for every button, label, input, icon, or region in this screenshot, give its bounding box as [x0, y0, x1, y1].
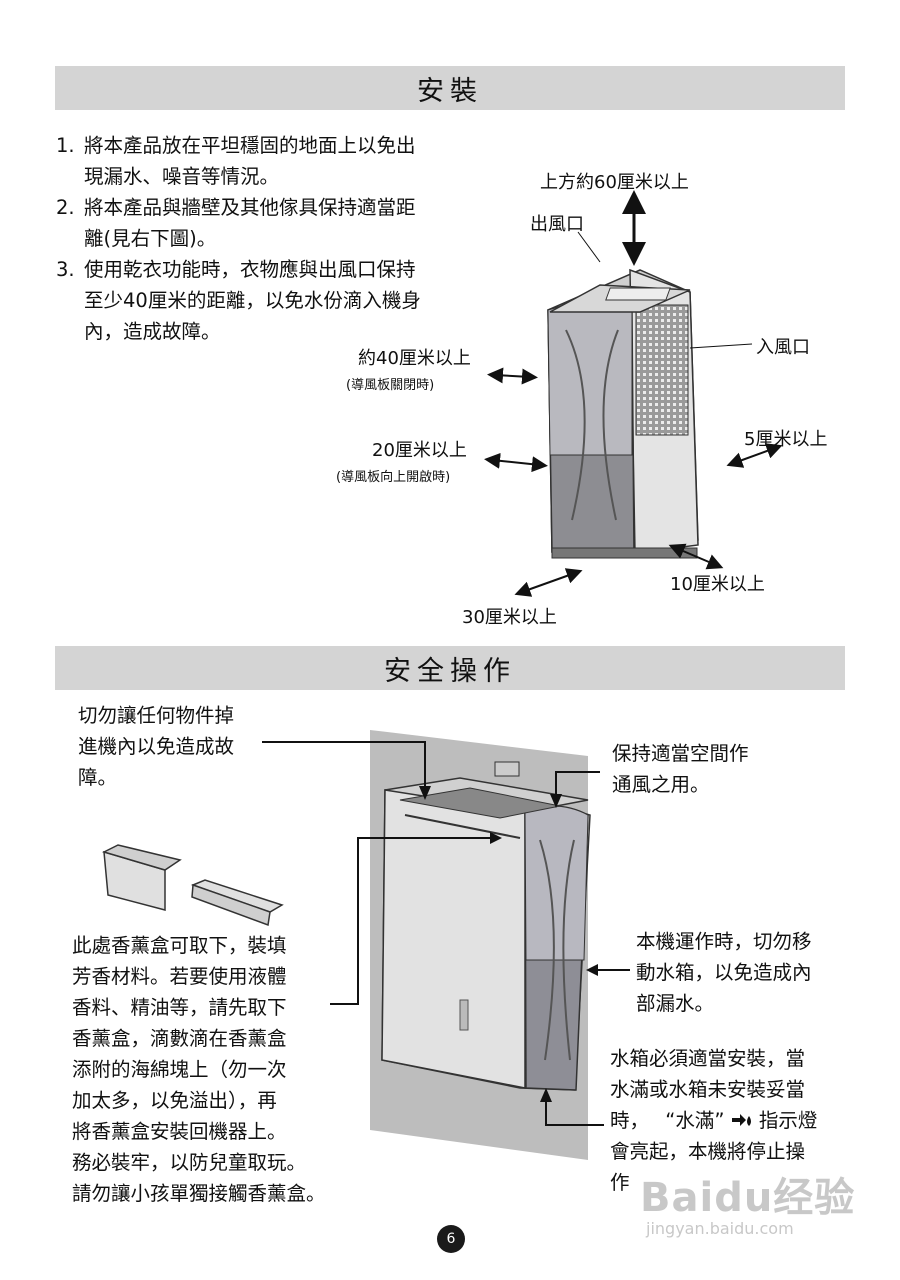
note-line: 水箱必須適當安裝，當	[610, 1047, 806, 1070]
label-back10: 10厘米以上	[670, 574, 765, 595]
note-line: 作	[610, 1171, 630, 1194]
back10-arrow	[668, 543, 724, 570]
dehumidifier-illustration	[547, 268, 699, 559]
right5-arrow	[726, 443, 783, 468]
note-line: 部漏水。	[636, 992, 715, 1015]
install-item-1: 1. 將本產品放在平坦穩固的地面上以免出 現漏水、噪音等情況。	[56, 130, 416, 192]
page-number: 6	[437, 1225, 465, 1253]
note-line: 請勿讓小孩單獨接觸香薰盒。	[72, 1182, 326, 1205]
note-line: 保持適當空間作	[612, 742, 749, 765]
note-line: 進機內以免造成故	[78, 735, 235, 758]
note-line: 加太多，以免溢出），再	[72, 1089, 277, 1112]
water-drop-arrow-icon	[731, 1106, 753, 1126]
watermark-url: jingyan.baidu.com	[646, 1219, 794, 1238]
label-side20-note: (導風板向上開啟時)	[336, 470, 451, 485]
install-item-2: 2. 將本產品與牆壁及其他傢具保持適當距 離(見右下圖)。	[56, 192, 416, 254]
label-air-inlet: 入風口	[756, 337, 810, 358]
outlet-leader-line	[577, 231, 601, 263]
note-line: 將香薰盒安裝回機器上。	[72, 1120, 287, 1143]
note-tank-move: 本機運作時，切勿移 動水箱，以免造成內 部漏水。	[636, 926, 812, 1019]
item-text: 將本產品與牆壁及其他傢具保持適當距	[84, 196, 416, 219]
leader-top-right	[555, 771, 600, 800]
note-aroma-box: 此處香薰盒可取下，裝填 芳香材料。若要使用液體 香料、精油等，請先取下 香薰盒，…	[72, 930, 326, 1209]
watermark-brand: Baidu经验	[640, 1175, 856, 1221]
leader-tank-install	[545, 1094, 604, 1126]
item-text: 離(見右下圖)。	[84, 227, 217, 250]
section-title-safety: 安全操作	[55, 646, 845, 690]
label-side40-note: (導風板關閉時)	[346, 378, 435, 393]
aroma-box-illustration	[101, 844, 284, 927]
dehumidifier-front-illustration	[381, 761, 591, 1091]
leader-aroma	[330, 837, 496, 1005]
label-side20: 20厘米以上	[372, 440, 467, 461]
note-line: 務必裝牢，以防兒童取玩。	[72, 1151, 307, 1174]
note-foreign-objects: 切勿讓任何物件掉 進機內以免造成故 障。	[78, 700, 234, 793]
aroma-box-slot	[494, 761, 520, 777]
label-right5: 5厘米以上	[744, 429, 828, 450]
note-line: 動水箱，以免造成內	[636, 961, 812, 984]
note-tank-install: 水箱必須適當安裝，當 水滿或水箱未安裝妥當 時， “水滿” 指示燈 會亮起，本機…	[610, 1043, 817, 1198]
section-title-install: 安裝	[55, 66, 845, 110]
note-line: 切勿讓任何物件掉	[78, 704, 235, 727]
note-line: 時， “水滿” 指示燈	[610, 1105, 817, 1136]
note-line: 香薰盒，滴數滴在香薰盒	[72, 1027, 287, 1050]
label-air-outlet: 出風口	[530, 214, 584, 235]
item-number: 3.	[56, 258, 75, 281]
label-side40: 約40厘米以上	[358, 348, 471, 369]
inlet-leader-line	[689, 343, 753, 349]
leader-top-left	[262, 741, 426, 792]
item-text: 至少40厘米的距離，以免水份滴入機身	[84, 289, 421, 312]
note-line: 香料、精油等，請先取下	[72, 996, 287, 1019]
side20-arrow	[484, 452, 548, 473]
item-number: 1.	[56, 134, 75, 157]
front30-arrow	[514, 568, 583, 597]
label-front30: 30厘米以上	[462, 607, 557, 628]
item-text: 現漏水、噪音等情況。	[84, 165, 280, 188]
note-line: 會亮起，本機將停止操	[610, 1140, 806, 1163]
item-text: 使用乾衣功能時，衣物應與出風口保持	[84, 258, 416, 281]
note-line: 通風之用。	[612, 773, 710, 796]
label-top-clearance: 上方約60厘米以上	[540, 172, 689, 193]
note-line: 此處香薰盒可取下，裝填	[72, 934, 287, 957]
baidu-watermark: Baidu经验 jingyan.baidu.com	[640, 1165, 855, 1238]
note-line: 障。	[78, 766, 118, 789]
full-water-quote: “水滿”	[665, 1109, 725, 1132]
note-line: 本機運作時，切勿移	[636, 930, 812, 953]
note-line: 添附的海綿塊上（勿一次	[72, 1058, 287, 1081]
note-ventilation: 保持適當空間作 通風之用。	[612, 738, 749, 800]
note-line: 水滿或水箱未安裝妥當	[610, 1078, 806, 1101]
item-text: 內，造成故障。	[84, 320, 221, 343]
item-text: 將本產品放在平坦穩固的地面上以免出	[84, 134, 416, 157]
install-item-3: 3. 使用乾衣功能時，衣物應與出風口保持 至少40厘米的距離，以免水份滴入機身 內…	[56, 254, 421, 347]
side40-arrow	[487, 367, 538, 385]
item-number: 2.	[56, 196, 75, 219]
note-line: 芳香材料。若要使用液體	[72, 965, 287, 988]
